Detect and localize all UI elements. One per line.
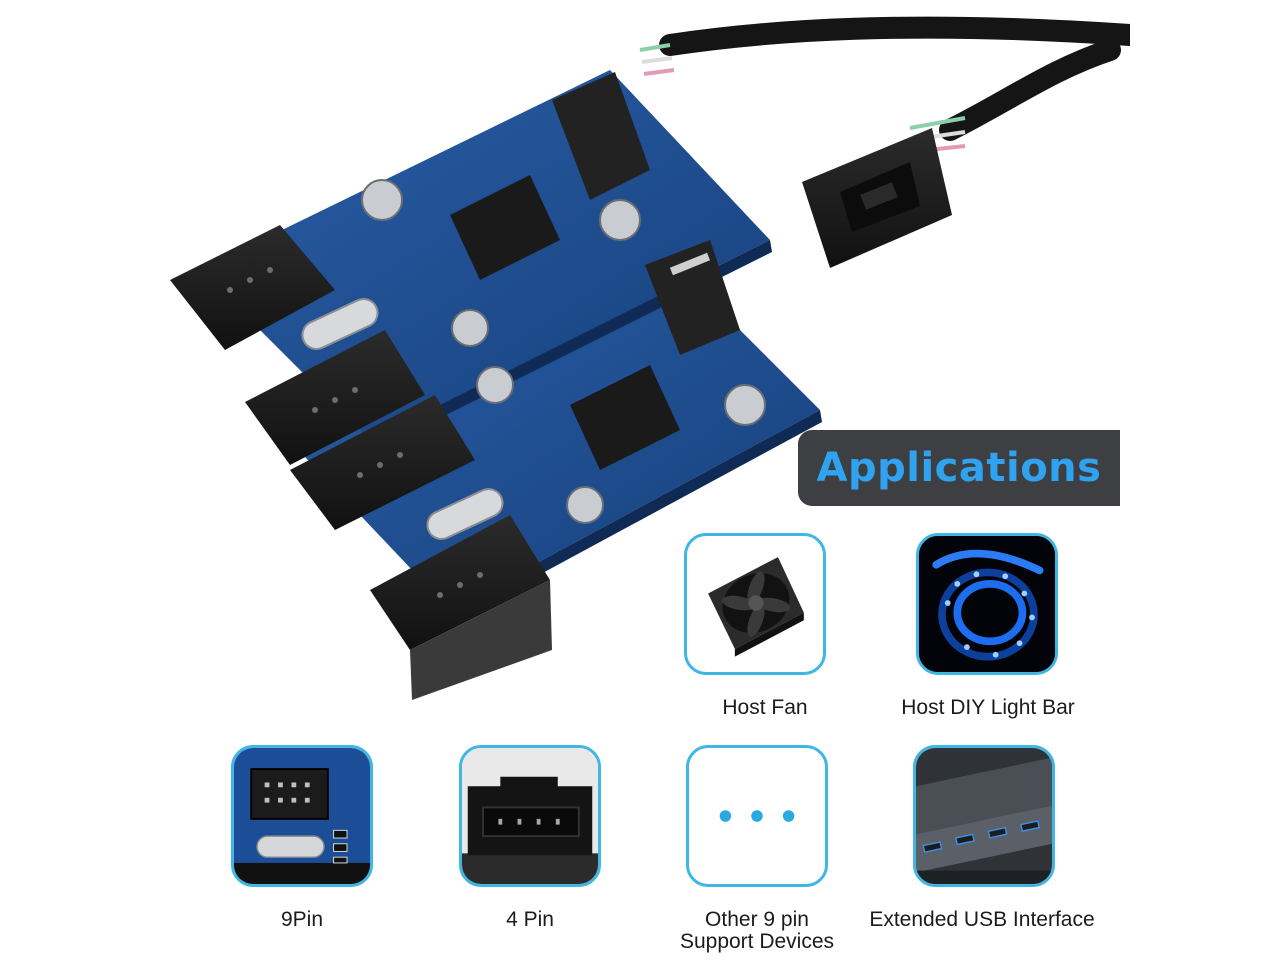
- 9pin-header-icon: [234, 748, 370, 884]
- cable-lower: [939, 39, 1121, 141]
- host-fan-tile: [684, 533, 826, 675]
- 4pin-tile: [459, 745, 601, 887]
- 9pin-label: 9Pin: [280, 908, 324, 931]
- ellipsis-icon: [719, 810, 795, 822]
- light-bar-label: Host DIY Light Bar: [901, 696, 1075, 719]
- board-4pin-headers: [552, 72, 740, 355]
- usb-hub-label: Extended USB Interface: [869, 908, 1095, 931]
- crystals: [301, 298, 504, 540]
- 9pin-tile: [231, 745, 373, 887]
- host-fan-label: Host Fan: [722, 696, 808, 719]
- applications-banner: Applications: [798, 430, 1120, 506]
- light-bar-tile: [916, 533, 1058, 675]
- other-devices-tile: [686, 745, 828, 887]
- product-illustration: [150, 10, 1141, 700]
- loose-4pin-connector: [802, 128, 952, 268]
- ic-chips: [450, 175, 680, 470]
- cable-upper: [659, 16, 1141, 56]
- usb-hub-tile: [913, 745, 1055, 887]
- light-strip-icon: [919, 536, 1055, 672]
- 4pin-connector-icon: [462, 748, 598, 884]
- capacitors: [361, 179, 766, 524]
- other-devices-label: Other 9 pin Support Devices: [637, 909, 877, 953]
- applications-title: Applications: [816, 445, 1102, 491]
- other-devices-label-line2: Support Devices: [679, 930, 835, 953]
- splitter-boards-graphic: [170, 16, 1141, 700]
- 4pin-label: 4 Pin: [506, 908, 554, 931]
- header-pins: [227, 267, 483, 598]
- other-devices-label-line1: Other 9 pin: [705, 908, 809, 931]
- usb-hub-icon: [916, 748, 1052, 884]
- fan-icon: [708, 557, 804, 657]
